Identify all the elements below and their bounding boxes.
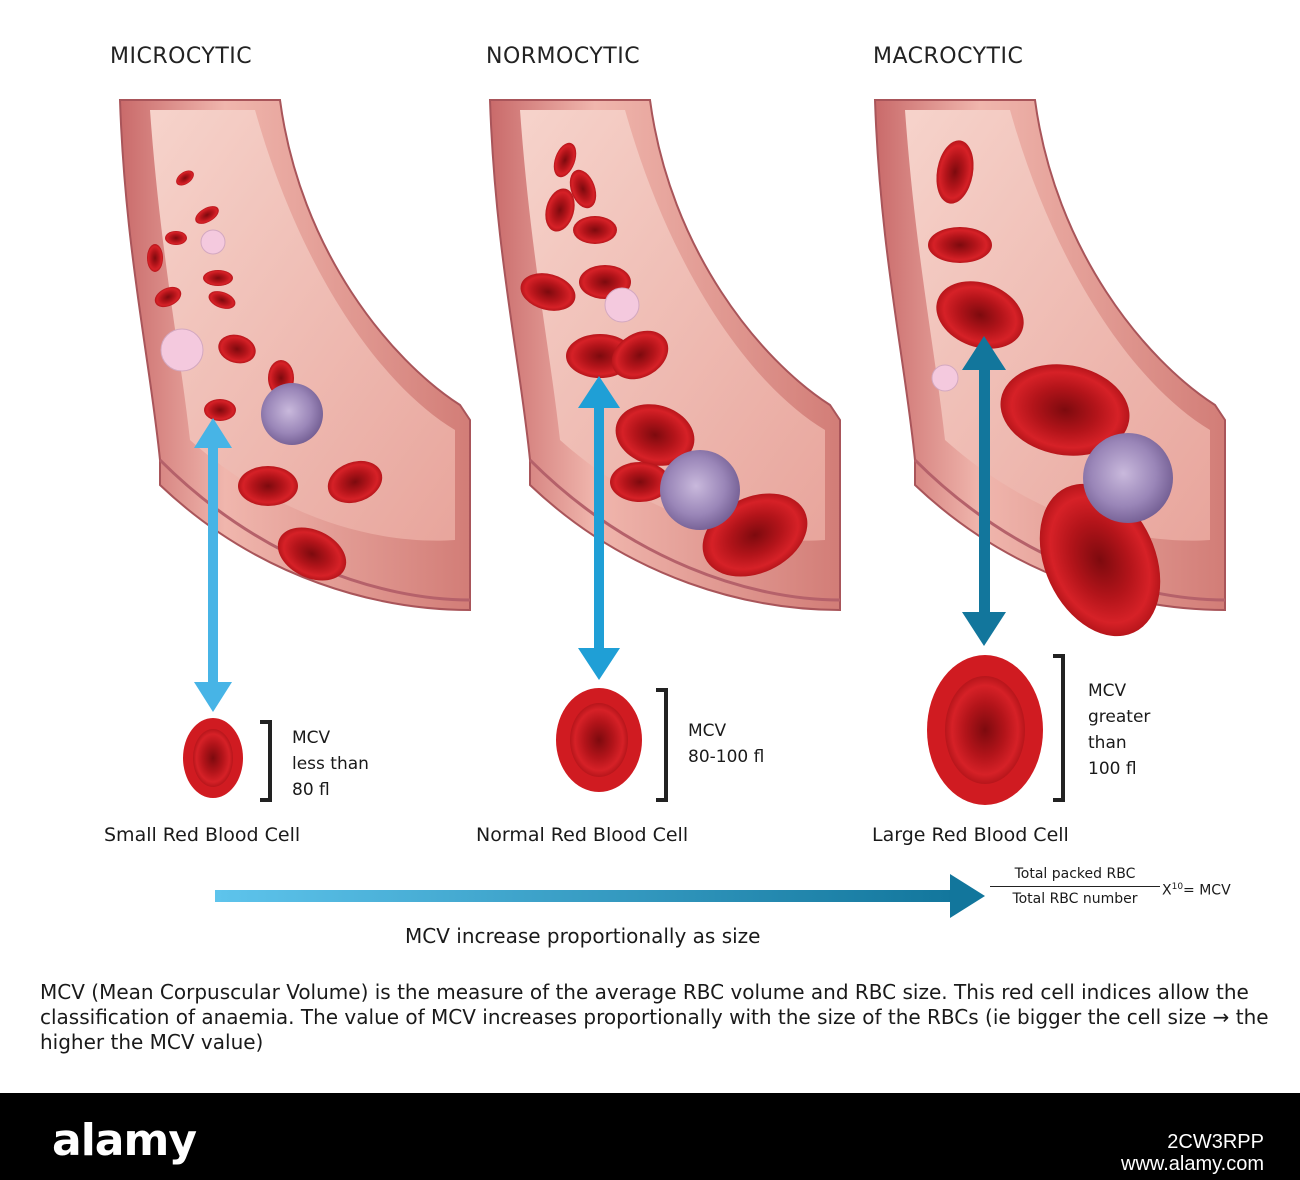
formula-denominator: Total RBC number <box>1012 891 1138 907</box>
image-id: 2CW3RPP <box>1167 1131 1264 1153</box>
bracket-normal <box>656 688 668 802</box>
rbc-small <box>183 718 243 798</box>
label-normal-rbc: Normal Red Blood Cell <box>476 824 689 846</box>
vessel-microcytic <box>118 99 471 612</box>
heading-microcytic: MICROCYTIC <box>110 44 253 69</box>
mcv-illustration <box>118 99 1226 918</box>
arrow-macrocytic <box>962 336 1006 646</box>
vessel-macrocytic <box>873 99 1226 637</box>
formula-fraction: Total packed RBC Total RBC number <box>990 866 1160 907</box>
mcv-small-text: MCV less than 80 fl <box>292 728 369 800</box>
site-url: www.alamy.com <box>1121 1153 1264 1175</box>
label-large-rbc: Large Red Blood Cell <box>872 824 1069 846</box>
formula-multiplier: X10= MCV <box>1162 882 1231 899</box>
rbc-large <box>927 655 1043 805</box>
mcv-normal-text: MCV 80-100 fl <box>688 721 765 767</box>
formula-numerator: Total packed RBC <box>990 866 1160 887</box>
stock-id: 2CW3RPP www.alamy.com <box>1121 1131 1264 1175</box>
bracket-small <box>260 720 272 802</box>
mcv-formula: Total packed RBC Total RBC number X10= M… <box>990 866 1260 926</box>
bracket-large <box>1053 654 1065 802</box>
arrow-caption: MCV increase proportionally as size <box>405 924 761 948</box>
arrow-normocytic <box>578 376 620 680</box>
brand-logo: alamy <box>52 1115 197 1166</box>
vessel-normocytic <box>488 99 841 612</box>
stock-footer: alamy 2CW3RPP www.alamy.com <box>0 1093 1300 1180</box>
heading-normocytic: NORMOCYTIC <box>486 44 641 69</box>
rbc-normal <box>556 688 642 792</box>
heading-macrocytic: MACROCYTIC <box>873 44 1024 69</box>
size-increase-arrow <box>215 874 985 918</box>
mcv-large-text: MCV greater than 100 fl <box>1088 681 1151 779</box>
description-text: MCV (Mean Corpuscular Volume) is the mea… <box>40 980 1269 1054</box>
arrow-microcytic <box>194 418 232 712</box>
label-small-rbc: Small Red Blood Cell <box>104 824 301 846</box>
